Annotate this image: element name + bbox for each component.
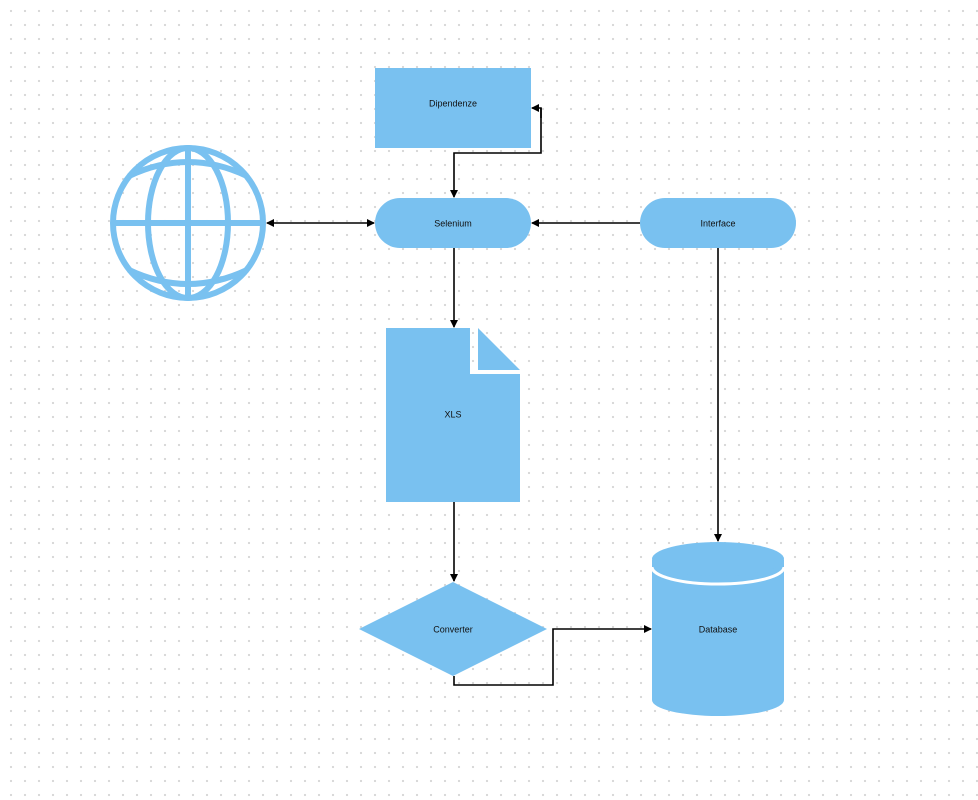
- edge-selenium-to-dipendenze[interactable]: [531, 104, 542, 118]
- node-converter[interactable]: Converter: [359, 582, 547, 676]
- interface-label: Interface: [700, 218, 735, 228]
- edge-dipendenze-to-selenium[interactable]: [450, 108, 542, 198]
- xls-corner-fold: [478, 328, 520, 370]
- node-interface[interactable]: Interface: [640, 198, 796, 248]
- dipendenze-shape: [375, 68, 531, 148]
- xls-label: XLS: [444, 409, 461, 419]
- database-body: [652, 560, 784, 716]
- database-top: [652, 542, 784, 576]
- node-selenium[interactable]: Selenium: [375, 198, 531, 248]
- converter-label: Converter: [433, 624, 473, 634]
- node-database[interactable]: Database: [650, 542, 786, 716]
- edge-converter-to-database[interactable]: [453, 625, 652, 686]
- node-dipendenze[interactable]: Dipendenze: [375, 68, 531, 148]
- database-label: Database: [699, 624, 738, 634]
- node-xls[interactable]: XLS: [386, 328, 520, 502]
- converter-shape: [359, 582, 547, 676]
- xls-shape: [386, 328, 520, 502]
- selenium-shape: [375, 198, 531, 248]
- dipendenze-label: Dipendenze: [429, 98, 477, 108]
- globe-icon[interactable]: [110, 145, 266, 301]
- edges: [266, 104, 722, 686]
- database-rim: [650, 566, 786, 586]
- selenium-label: Selenium: [434, 218, 472, 228]
- interface-shape: [640, 198, 796, 248]
